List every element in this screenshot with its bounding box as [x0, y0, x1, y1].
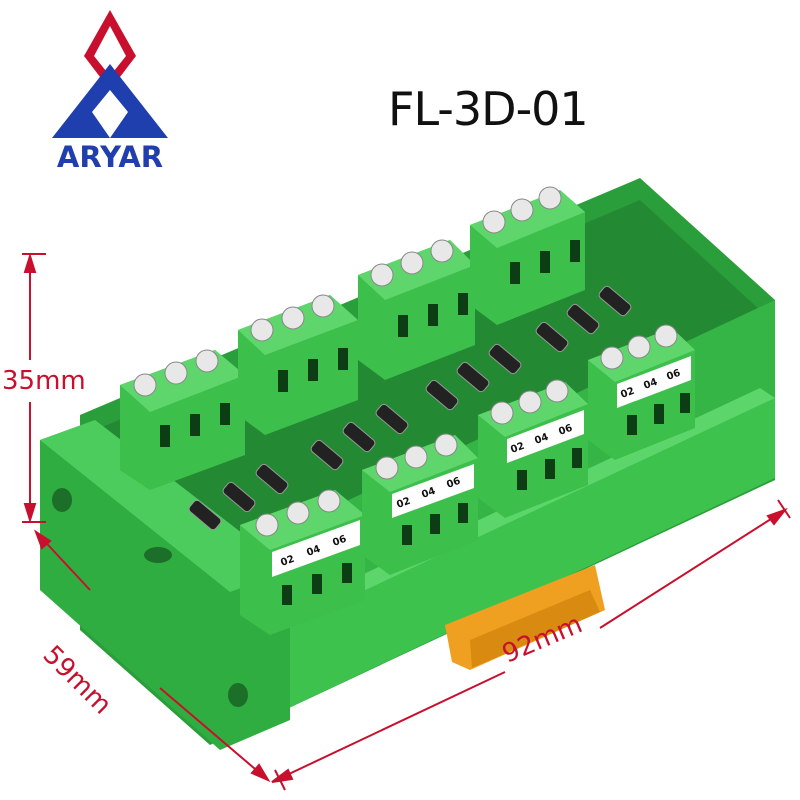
t1-label-b: 04	[305, 544, 322, 559]
product-model: FL-3D-01	[388, 82, 589, 136]
front-terminal-1	[240, 489, 365, 635]
t3-label-a: 02	[509, 441, 526, 456]
front-terminal-2	[362, 433, 478, 575]
dimension-height: 35mm	[2, 366, 86, 396]
brand-name: ARYAR	[56, 140, 164, 174]
dimension-lines	[22, 252, 791, 791]
rear-terminal-2	[238, 294, 358, 435]
t2-label-a: 02	[395, 496, 412, 511]
t2-label-b: 04	[420, 486, 437, 501]
rear-terminal-1	[120, 349, 245, 490]
end-block-top	[40, 420, 290, 592]
din-clip-shade	[470, 590, 600, 668]
t1-label-a: 02	[279, 554, 296, 569]
t4-label-a: 02	[619, 386, 636, 401]
aryar-logo	[52, 10, 168, 138]
t4-label-c: 06	[665, 368, 682, 383]
front-terminal-4	[588, 324, 695, 460]
mount-hole-top	[52, 488, 72, 512]
t2-label-c: 06	[445, 476, 462, 491]
diodes	[188, 285, 632, 531]
front-terminal-3	[478, 379, 588, 518]
t3-label-b: 04	[533, 432, 550, 447]
end-block	[40, 420, 290, 750]
t4-label-b: 04	[642, 377, 659, 392]
housing-lip	[280, 398, 775, 712]
rear-terminal-4	[470, 186, 585, 325]
t3-label-c: 06	[557, 423, 574, 438]
mount-slot	[144, 547, 172, 563]
rear-terminal-3	[358, 239, 475, 380]
t1-label-c: 06	[331, 534, 348, 549]
mount-hole-bottom	[228, 683, 248, 707]
